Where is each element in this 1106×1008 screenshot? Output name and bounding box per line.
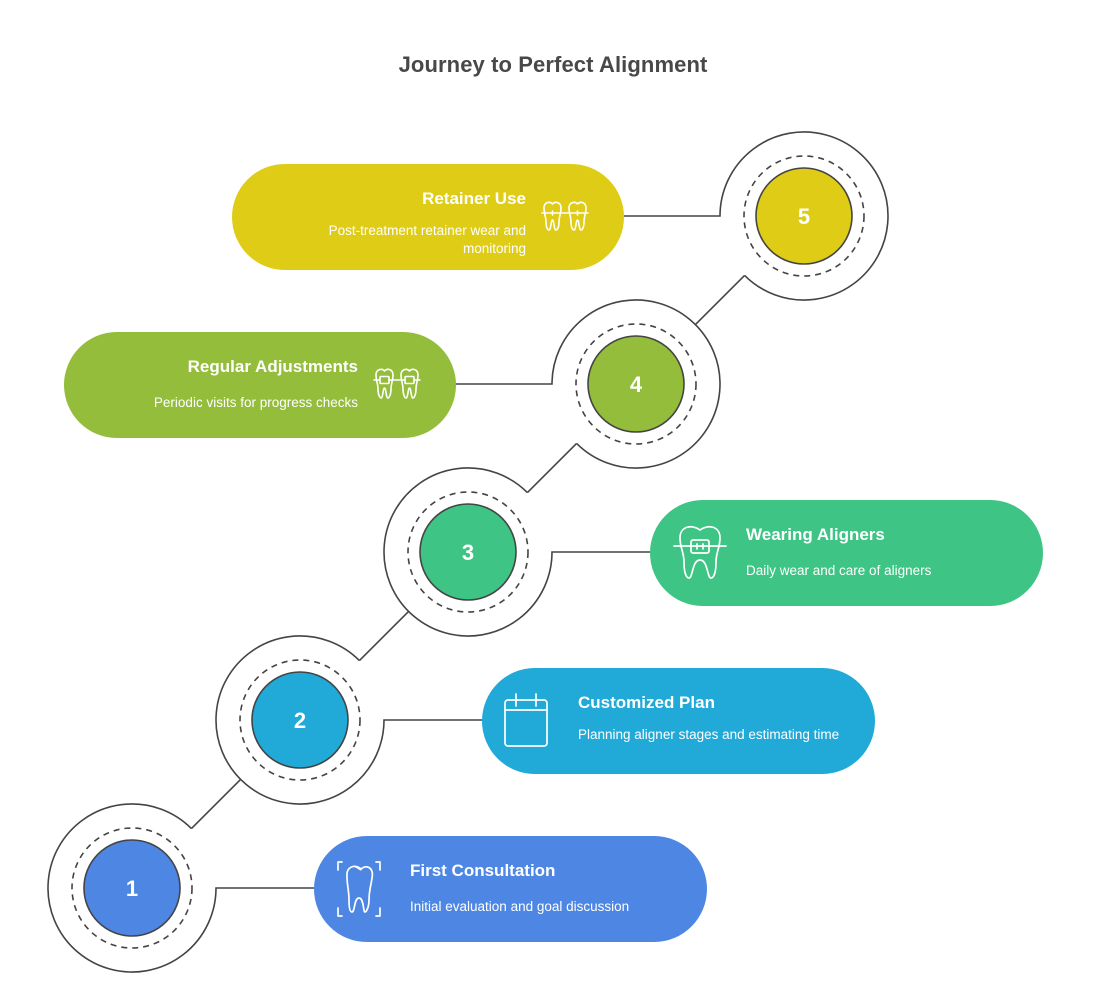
step-5-description: Post-treatment retainer wear and monitor…	[328, 223, 526, 256]
step-1-description: Initial evaluation and goal discussion	[410, 899, 630, 914]
step-1-dashed-ring	[71, 827, 193, 949]
step-4-description: Periodic visits for progress checks	[153, 395, 358, 410]
step-3-number-circle	[419, 503, 517, 601]
step-3-dashed-ring	[407, 491, 529, 613]
step-2-heading: Customized Plan	[578, 693, 715, 712]
step-2-number: 2	[294, 708, 306, 733]
step-3-number: 3	[462, 540, 474, 565]
step-2-description: Planning aligner stages and estimating t…	[578, 727, 840, 742]
tooth-scan-icon	[337, 861, 381, 917]
step-2-outer-ring	[215, 635, 482, 805]
tooth-braces-icon	[673, 525, 727, 579]
step-5-heading: Retainer Use	[422, 189, 526, 208]
step-5-number-circle	[755, 167, 853, 265]
step-3-card: Wearing Aligners Daily wear and care of …	[650, 500, 1043, 606]
diagram-title: Journey to Perfect Alignment	[398, 52, 708, 77]
step-3-outer-ring	[383, 467, 650, 637]
step-3-description: Daily wear and care of aligners	[746, 563, 932, 578]
step-5-number: 5	[798, 204, 810, 229]
step-1-card: First Consultation Initial evaluation an…	[314, 836, 707, 942]
step-3-heading: Wearing Aligners	[746, 525, 885, 544]
step-2-card: Customized Plan Planning aligner stages …	[482, 668, 875, 774]
step-1-link-line	[190, 778, 242, 830]
step-2-number-circle	[251, 671, 349, 769]
teeth-braces-icon	[373, 368, 421, 399]
step-4-dashed-ring	[575, 323, 697, 445]
step-2-dashed-ring	[239, 659, 361, 781]
step-2-link-line	[358, 610, 410, 662]
teeth-retainer-icon	[541, 201, 589, 231]
calendar-icon	[504, 693, 548, 747]
step-4-outer-ring	[456, 299, 721, 469]
step-5-dashed-ring	[743, 155, 865, 277]
step-1-number: 1	[126, 876, 138, 901]
step-5-outer-ring	[624, 131, 889, 301]
step-4-number-circle	[587, 335, 685, 433]
step-4-link-line	[694, 274, 746, 326]
step-1-number-circle	[83, 839, 181, 937]
step-1-heading: First Consultation	[410, 861, 556, 880]
step-4-card: Regular Adjustments Periodic visits for …	[64, 332, 456, 438]
step-5-card: Retainer Use Post-treatment retainer wea…	[232, 164, 624, 270]
step-4-heading: Regular Adjustments	[187, 357, 358, 376]
step-3-link-line	[526, 442, 578, 494]
step-4-number: 4	[630, 372, 643, 397]
step-1-outer-ring	[47, 803, 314, 973]
